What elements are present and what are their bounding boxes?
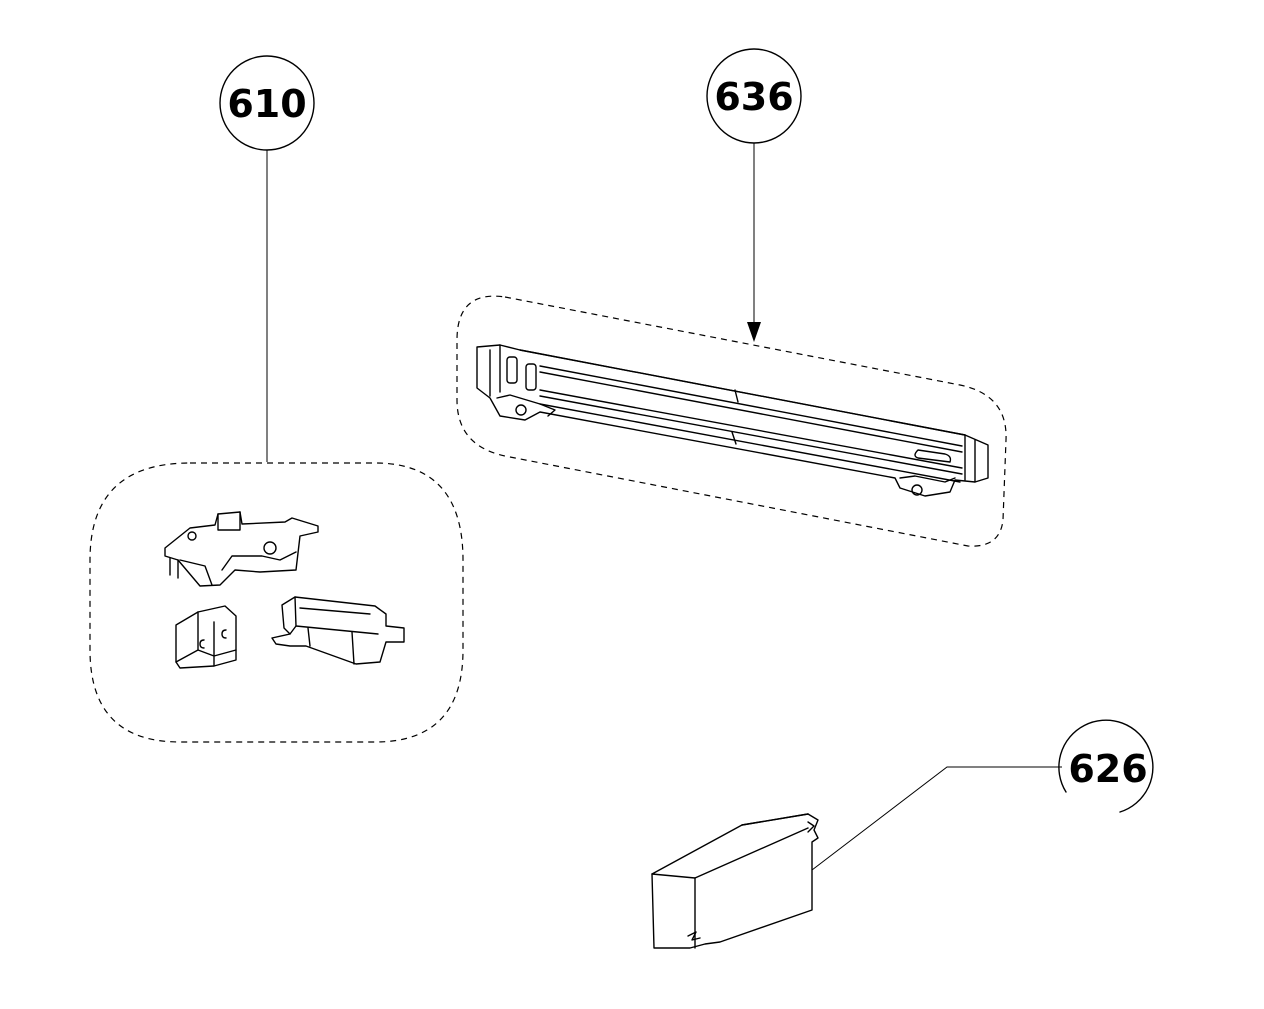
callout-636[interactable]: 636 [706,48,802,342]
part-610-bracket[interactable] [164,511,319,587]
part-610-clip[interactable] [175,605,237,669]
callout-626-circle [1058,719,1154,813]
callout-610-label: 610 [227,82,306,126]
callout-636-arrow [747,322,761,342]
callout-626-leader [811,766,1062,871]
callout-626[interactable]: 626 [811,719,1154,871]
group-636-outline [456,295,1007,547]
part-610-box-bracket[interactable] [271,596,405,665]
callout-636-label: 636 [714,75,793,119]
group-610-outline [89,462,464,743]
callout-610[interactable]: 610 [219,55,315,462]
part-636-rail[interactable] [476,344,989,497]
callout-626-label: 626 [1068,747,1147,791]
part-626-cover[interactable] [651,813,819,949]
